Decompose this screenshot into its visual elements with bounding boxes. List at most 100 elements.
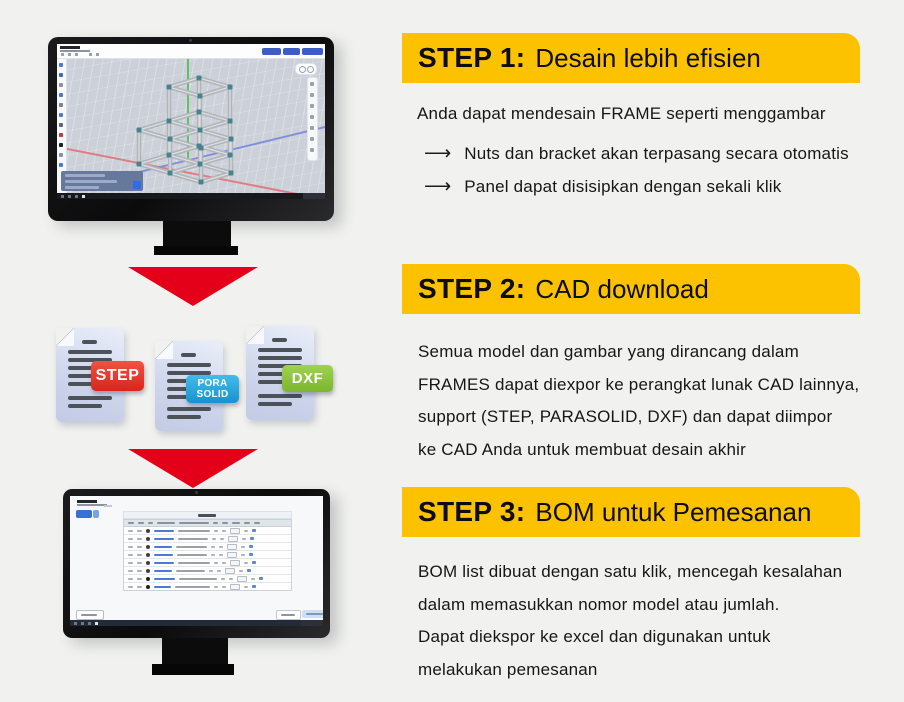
step-1-title: Desain lebih efisien: [535, 42, 761, 73]
cad-toolbar: [57, 44, 325, 59]
down-arrow-icon: [128, 267, 258, 306]
right-arrow-icon: ⟶: [424, 143, 452, 164]
step-3-title: BOM untuk Pemesanan: [535, 496, 812, 527]
file-icon-dxf: [246, 326, 314, 420]
cad-tool-icon: [59, 93, 63, 97]
windows-taskbar: [57, 193, 325, 199]
webcam-dot: [189, 39, 192, 42]
cad-app-screenshot: [57, 44, 325, 199]
bom-logo-sub: [77, 504, 107, 506]
step-3-description: BOM list dibuat dengan satu klik, menceg…: [418, 556, 842, 686]
bom-nav-button: [93, 510, 99, 518]
cad-tool-icon: [59, 153, 63, 157]
bom-row: [124, 559, 291, 567]
cad-menu-icon: [68, 53, 71, 56]
monitor-1-stand: [163, 221, 231, 246]
taskbar-icon: [74, 621, 77, 625]
taskbar-clock: [301, 620, 323, 626]
doc-line: [167, 415, 201, 419]
cad-view-icon: [310, 126, 314, 130]
doc-line: [272, 338, 287, 342]
doc-line: [181, 353, 196, 357]
cad-view-icon: [310, 82, 314, 86]
bom-row: [124, 527, 291, 535]
cad-tool-icon: [59, 103, 63, 107]
doc-line: [258, 372, 302, 376]
cad-tool-icon: [59, 143, 63, 147]
monitor-1: [48, 37, 334, 221]
step-2-label: STEP 2:: [418, 273, 526, 304]
webcam-dot: [195, 491, 198, 494]
doc-line: [258, 348, 302, 352]
taskbar-clock: [303, 193, 325, 199]
cad-logo: [60, 46, 80, 49]
cad-toolbar-button: [262, 48, 281, 55]
monitor-1-base: [154, 246, 238, 255]
cad-left-toolbar: [57, 59, 67, 193]
doc-line: [68, 366, 112, 370]
cad-viewport: [57, 59, 325, 193]
step-1-intro: Anda dapat mendesain FRAME seperti mengg…: [417, 104, 826, 123]
doc-line: [258, 402, 292, 406]
bom-export-button: [276, 610, 301, 620]
bom-row: [124, 583, 291, 590]
cad-toolbar-button: [283, 48, 300, 55]
cad-view-icon: [310, 104, 314, 108]
circle-icon: [299, 66, 306, 73]
bom-title-bar: [123, 511, 292, 519]
bom-row: [124, 567, 291, 575]
doc-line: [167, 407, 211, 411]
bom-row: [124, 543, 291, 551]
step-3-header: STEP 3: BOM untuk Pemesanan: [402, 487, 860, 537]
text-line: melakukan pemesanan: [418, 659, 598, 679]
cad-menu-icon: [75, 53, 78, 56]
bom-table: [123, 519, 292, 591]
doc-line: [68, 382, 112, 386]
taskbar-icon: [82, 194, 85, 198]
doc-line: [258, 356, 302, 360]
panel-row: [65, 174, 105, 177]
taskbar-icon: [75, 194, 78, 198]
doc-fold: [56, 328, 74, 346]
down-arrow-icon: [128, 449, 258, 488]
panel-row: [65, 180, 117, 183]
windows-taskbar: [70, 620, 323, 626]
doc-line: [68, 396, 112, 400]
taskbar-icon: [81, 621, 84, 625]
doc-line: [258, 394, 302, 398]
right-arrow-icon: ⟶: [424, 176, 452, 197]
doc-line: [68, 350, 112, 354]
monitor-2-base: [152, 664, 234, 675]
doc-line: [82, 340, 97, 344]
bom-row: [124, 575, 291, 583]
panel-row: [65, 186, 99, 189]
bom-row: [124, 535, 291, 543]
text-line: Semua model dan gambar yang dirancang da…: [418, 342, 799, 361]
taskbar-icon: [88, 621, 91, 625]
bom-nav-button: [76, 510, 92, 518]
step-1-bullet: ⟶ Panel dapat disisipkan dengan sekali k…: [424, 175, 781, 198]
cad-tool-icon: [59, 113, 63, 117]
doc-line: [68, 358, 112, 362]
monitor-2-stand: [162, 638, 228, 664]
bom-tab: [104, 505, 112, 507]
bom-app-screenshot: [70, 496, 323, 626]
bom-order-button: [302, 610, 323, 618]
cad-tool-icon: [59, 163, 63, 167]
badge-label: PORA SOLID: [196, 378, 229, 400]
doc-fold: [155, 341, 173, 359]
bullet-text: Panel dapat disisipkan dengan sekali kli…: [464, 176, 782, 196]
cad-tool-icon: [59, 83, 63, 87]
panel-button: [133, 181, 141, 189]
monitor-2: [63, 489, 330, 638]
taskbar-icon: [95, 621, 98, 625]
cad-view-icon: [310, 115, 314, 119]
text-line: support (STEP, PARASOLID, DXF) dan dapat…: [418, 407, 833, 426]
cad-tool-icon: [59, 123, 63, 127]
bom-row: [124, 551, 291, 559]
step-2-description: Semua model dan gambar yang dirancang da…: [418, 336, 859, 466]
step-1-label: STEP 1:: [418, 42, 526, 73]
cad-menu-icon: [61, 53, 64, 56]
text-line: BOM list dibuat dengan satu klik, menceg…: [418, 562, 843, 581]
